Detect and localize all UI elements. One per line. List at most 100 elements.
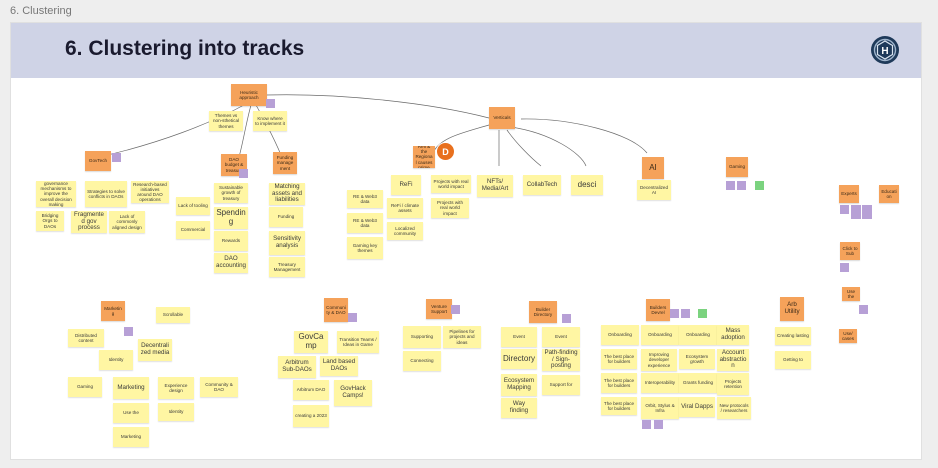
note-click-to-sub[interactable]: Click to Sub — [840, 242, 860, 260]
note-scrollable[interactable]: Scrollable — [156, 307, 190, 323]
note-bridging[interactable]: Bridging Orgs to DAOs — [36, 211, 64, 231]
note-experts[interactable]: Experts — [839, 185, 859, 203]
note-builders-devrel[interactable]: Builders Devrel — [646, 299, 670, 321]
breadcrumb[interactable]: 6. Clustering — [10, 5, 72, 17]
note-heuristic[interactable]: Heuristic approach — [231, 84, 267, 106]
note-verticals[interactable]: Verticals — [489, 107, 515, 129]
note-event[interactable]: Event — [501, 327, 537, 347]
note-new-protocols[interactable]: New protocols / researchers — [717, 397, 751, 419]
note-treasury-mgmt[interactable]: Treasury Management — [269, 257, 305, 277]
note-gaming[interactable]: Gaming — [726, 157, 748, 177]
note-localized[interactable]: Localized community — [387, 222, 423, 240]
note-onboarding-b[interactable]: Onboarding — [641, 325, 679, 345]
note-distributed[interactable]: Distributed content — [68, 329, 104, 347]
note-way-finding[interactable]: Way finding — [501, 398, 537, 418]
note-ecosystem-mapping[interactable]: Ecosystem Mapping — [501, 374, 537, 396]
note-lack-aligned[interactable]: Lack of commonly aligned design — [109, 211, 145, 233]
note-account-abstraction[interactable]: Account abstraction — [717, 349, 749, 371]
note-product[interactable]: Marketing — [113, 377, 149, 399]
note-interop[interactable]: Interoperability — [641, 373, 679, 393]
note-education[interactable]: Education — [879, 185, 899, 203]
note-event-b[interactable]: Event — [542, 327, 580, 347]
note-getting-to[interactable]: Getting to — [775, 351, 811, 369]
note-re-data[interactable]: RE & Web3 data — [347, 213, 383, 233]
note-decentralized-ai[interactable]: Decentralized AI — [637, 180, 671, 200]
note-arb-utility[interactable]: Arb Utility — [780, 297, 804, 321]
frame-header: 6. Clustering into tracks H — [11, 23, 921, 78]
dot — [670, 309, 679, 318]
note-marketing-b[interactable]: Marketing — [113, 427, 149, 447]
note-use-cases[interactable]: Use/ cases — [839, 329, 857, 343]
note-experience[interactable]: Experience design — [158, 377, 194, 399]
note-marketing-header[interactable]: Marketing — [101, 301, 125, 321]
note-decentralized-media[interactable]: Decentralized media — [138, 339, 172, 361]
note-commercial[interactable]: Commercial — [176, 221, 210, 239]
note-land-based[interactable]: Land based DAOs — [320, 356, 358, 376]
note-spending[interactable]: Spending — [214, 207, 248, 229]
note-funding-mgmt[interactable]: Funding management — [273, 152, 297, 174]
dot — [840, 205, 849, 214]
note-nfts[interactable]: NFTs/ Media/Art — [477, 175, 513, 197]
note-arbitrum-dao[interactable]: Arbitrum DAO — [293, 380, 329, 400]
note-refi-header[interactable]: Refi & the Regional causes prime — [413, 146, 435, 168]
note-govtech[interactable]: GovTech — [85, 151, 111, 171]
note-proj-b[interactable]: Projects with real world impact — [431, 175, 471, 193]
note-rewards[interactable]: Rewards — [214, 231, 248, 251]
note-desci[interactable]: desci — [571, 175, 603, 195]
note-govcamp[interactable]: GovCamp — [294, 331, 328, 353]
note-projects-retention[interactable]: Projects retention — [717, 373, 749, 395]
note-governance[interactable]: proper governance mechanisms to improve … — [36, 181, 76, 207]
note-directory[interactable]: Directory — [501, 349, 537, 369]
note-best-place[interactable]: The best place for builders — [601, 349, 637, 369]
note-gaming-b[interactable]: Gaming — [68, 377, 102, 397]
note-lack-tooling[interactable]: Lack of tooling — [176, 197, 210, 215]
note-identity[interactable]: Identity — [99, 350, 133, 370]
note-pipelines[interactable]: Pipelines for projects and ideas — [443, 326, 481, 348]
note-identity-b[interactable]: Identity — [158, 403, 194, 421]
note-conflicts[interactable]: Strategies to solve conflicts in DAOs — [85, 181, 127, 207]
note-fragmented[interactable]: Fragmented gov process — [71, 211, 107, 233]
note-supporting[interactable]: Supporting — [403, 326, 441, 348]
note-community-header[interactable]: Community & DAO — [324, 298, 348, 322]
note-builder-directory[interactable]: Builder Directory — [529, 301, 557, 323]
note-arbitrum-subdaos[interactable]: Arbitrum Sub-DAOs — [278, 356, 316, 378]
note-creating-lasting[interactable]: Creating lasting — [775, 327, 811, 345]
note-eco-growth[interactable]: Ecosystem growth — [679, 349, 715, 369]
note-know-where[interactable]: Know where to implement it — [253, 111, 287, 131]
note-connecting[interactable]: Connecting — [403, 351, 441, 371]
note-community-dao[interactable]: Community & DAO — [200, 377, 238, 397]
note-use-the[interactable]: Use the — [842, 287, 860, 301]
note-creating-2023[interactable]: creating a 2023 — [293, 405, 329, 427]
note-use-b[interactable]: Use the — [113, 403, 149, 423]
note-ai[interactable]: AI — [642, 157, 664, 179]
note-grants[interactable]: Grants funding — [679, 373, 717, 393]
note-onboarding-c[interactable]: Onboarding — [679, 325, 717, 345]
note-venture-support[interactable]: Venture Support — [426, 299, 452, 319]
note-research[interactable]: Research-based initiatives around DAO op… — [131, 181, 169, 203]
note-gaming-key[interactable]: Gaming key themes — [347, 237, 383, 259]
note-refi-climate[interactable]: ReFi / climate assets — [387, 198, 423, 218]
note-collabtech[interactable]: CollabTech — [523, 175, 561, 195]
note-dev-experience[interactable]: Improving developer experience — [641, 349, 677, 371]
note-best-b[interactable]: The best place for builders — [601, 373, 637, 393]
note-matching[interactable]: Matching assets and liabilities — [269, 183, 305, 205]
note-mass-adoption[interactable]: Mass adoption — [717, 325, 749, 345]
note-sensitivity[interactable]: Sensitivity analysis — [269, 231, 305, 255]
note-viral-dapps[interactable]: Viral Dapps — [679, 397, 715, 417]
avatar[interactable]: D — [436, 142, 455, 161]
note-support-for[interactable]: Support for — [542, 375, 580, 395]
note-funding[interactable]: Funding — [269, 207, 303, 227]
note-govhack[interactable]: GovHack Camps! — [334, 380, 372, 406]
note-pathfinding[interactable]: Path-finding / Sign-posting — [542, 349, 580, 371]
note-sustainable[interactable]: Sustainable growth of treasury — [214, 183, 248, 203]
note-dao-accounting[interactable]: DAO accounting — [214, 253, 248, 273]
note-transition[interactable]: Transition Teams / Ideas in Game — [337, 331, 379, 353]
note-lacked[interactable]: The best place for builders — [601, 397, 637, 415]
note-orbit[interactable]: Orbit, Stylus & Infra — [641, 397, 679, 419]
dot — [348, 313, 357, 322]
note-real-world[interactable]: Projects with real world impact — [431, 198, 469, 218]
note-re-web3[interactable]: RE & Web3 data — [347, 190, 383, 208]
note-onboarding[interactable]: Onboarding — [601, 325, 639, 345]
note-refi[interactable]: ReFi — [391, 175, 421, 195]
note-themes[interactable]: Themes vs non-sthetical themes — [209, 111, 243, 131]
